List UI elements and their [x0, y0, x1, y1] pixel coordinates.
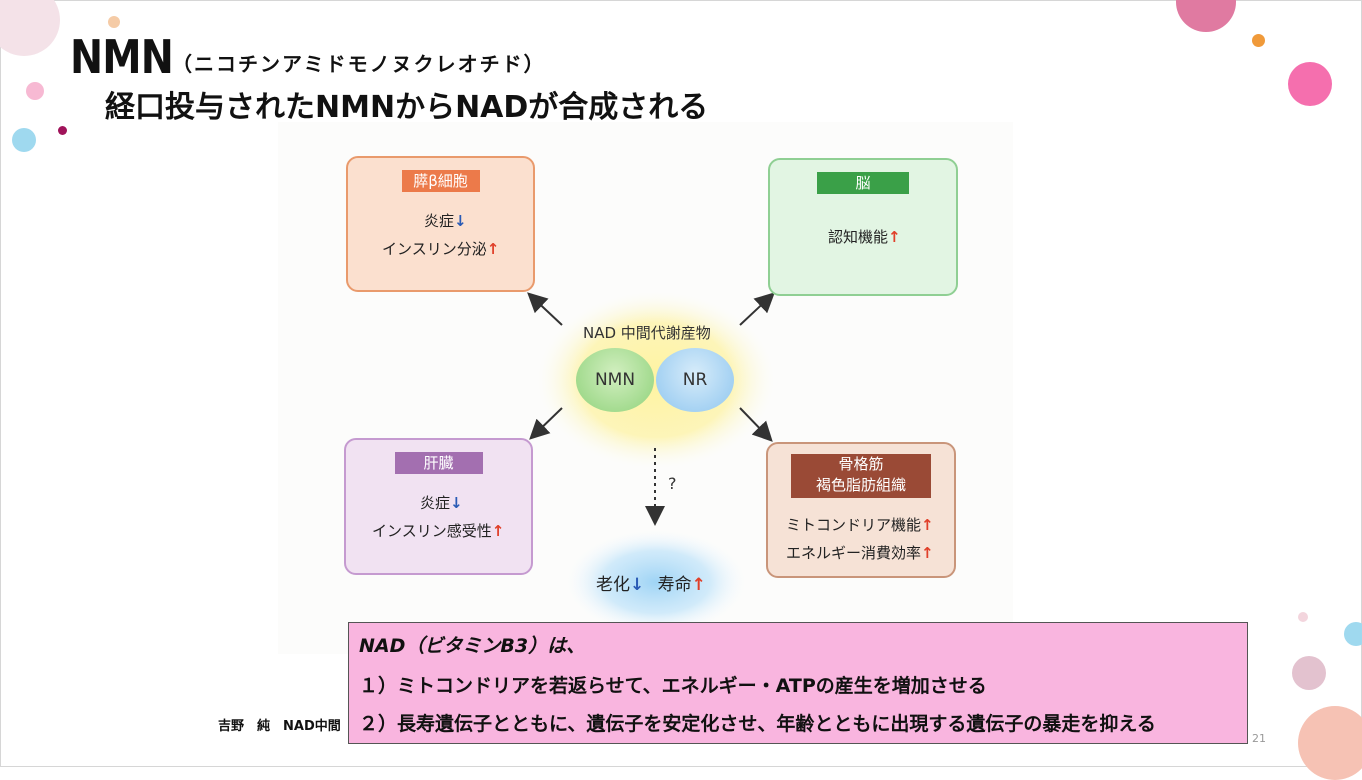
liver-box: 肝臓 炎症↓ インスリン感受性↑: [344, 438, 533, 575]
brain-box: 脳 認知機能↑: [768, 158, 958, 296]
footer-author: 吉野 純 NAD中間: [218, 719, 341, 734]
nmn-label: NMN: [594, 370, 636, 390]
arrow-down-icon: ↓: [450, 494, 463, 512]
callout-line-3: ２）長寿遺伝子とともに、遺伝子を安定化させ、年齢とともに出現する遺伝子の暴走を抑…: [359, 713, 1156, 735]
nad-intermediate-label: NAD 中間代謝産物: [583, 324, 711, 342]
decor-dot: [1292, 656, 1326, 690]
arrow-up-icon: ↑: [921, 516, 934, 534]
arrow-up-icon: ↑: [921, 544, 934, 562]
arrow-to-brain: [739, 292, 775, 326]
decor-dot: [1288, 62, 1332, 106]
muscle-mitochondria-function: ミトコンドリア機能↑: [786, 516, 934, 534]
decor-dot: [26, 82, 44, 100]
brain-header: 脳: [817, 172, 909, 194]
decor-dot: [1298, 706, 1362, 780]
pancreas-inflammation: 炎症↓: [424, 212, 467, 230]
arrow-down-icon: ↓: [454, 212, 467, 230]
arrow-to-pancreas: [527, 292, 563, 326]
muscle-energy-efficiency: エネルギー消費効率↑: [786, 544, 934, 562]
pancreas-header: 膵β細胞: [401, 170, 480, 192]
muscle-box: 骨格筋 褐色脂肪組織 ミトコンドリア機能↑ エネルギー消費効率↑: [766, 442, 956, 578]
liver-header: 肝臓: [394, 452, 483, 474]
pancreas-box: 膵β細胞 炎症↓ インスリン分泌↑: [346, 156, 535, 292]
muscle-header: 骨格筋 褐色脂肪組織: [791, 454, 931, 498]
liver-inflammation: 炎症↓: [420, 494, 463, 512]
decor-dot: [1252, 34, 1265, 47]
slide-title-reading: （ニコチンアミドモノヌクレオチド）: [172, 52, 546, 76]
nr-label: NR: [682, 370, 708, 390]
liver-insulin-sensitivity: インスリン感受性↑: [372, 522, 505, 540]
pancreas-insulin-secretion: インスリン分泌↑: [382, 240, 500, 258]
callout-line-2: １）ミトコンドリアを若返らせて、エネルギー・ATPの産生を増加させる: [359, 675, 987, 697]
arrow-up-icon: ↑: [888, 228, 901, 246]
aging-lifespan-label: 老化↓ 寿命↑: [596, 575, 706, 595]
decor-dot: [1298, 612, 1308, 622]
callout-line-1: NAD（ビタミンB3）は、: [359, 635, 586, 657]
arrow-up-icon: ↑: [486, 240, 500, 258]
page-number: 21: [1252, 732, 1266, 745]
decor-dot: [1344, 622, 1362, 646]
nad-summary-callout: NAD（ビタミンB3）は、 １）ミトコンドリアを若返らせて、エネルギー・ATPの…: [348, 622, 1248, 744]
decor-dot: [58, 126, 67, 135]
arrow-up-icon: ↑: [491, 522, 505, 540]
aging-glow: [566, 530, 746, 634]
arrow-up-icon: ↑: [691, 575, 706, 595]
brain-cognitive-function: 認知機能↑: [828, 228, 901, 246]
nr-circle: NR: [656, 348, 734, 412]
slide-title: NMN: [70, 30, 174, 84]
arrow-down-icon: ↓: [630, 575, 645, 595]
question-mark: ?: [668, 474, 677, 493]
diagram-figure: NAD 中間代謝産物 NMN NR ? 膵β細胞 炎症↓ インスリン分泌↑ 脳 …: [278, 122, 1013, 654]
nmn-circle: NMN: [576, 348, 654, 412]
arrow-to-liver: [529, 407, 563, 440]
slide-subtitle: 経口投与されたNMNからNADが合成される: [105, 90, 709, 125]
decor-dot: [12, 128, 36, 152]
decor-dot: [108, 16, 120, 28]
arrow-to-muscle: [739, 407, 773, 442]
